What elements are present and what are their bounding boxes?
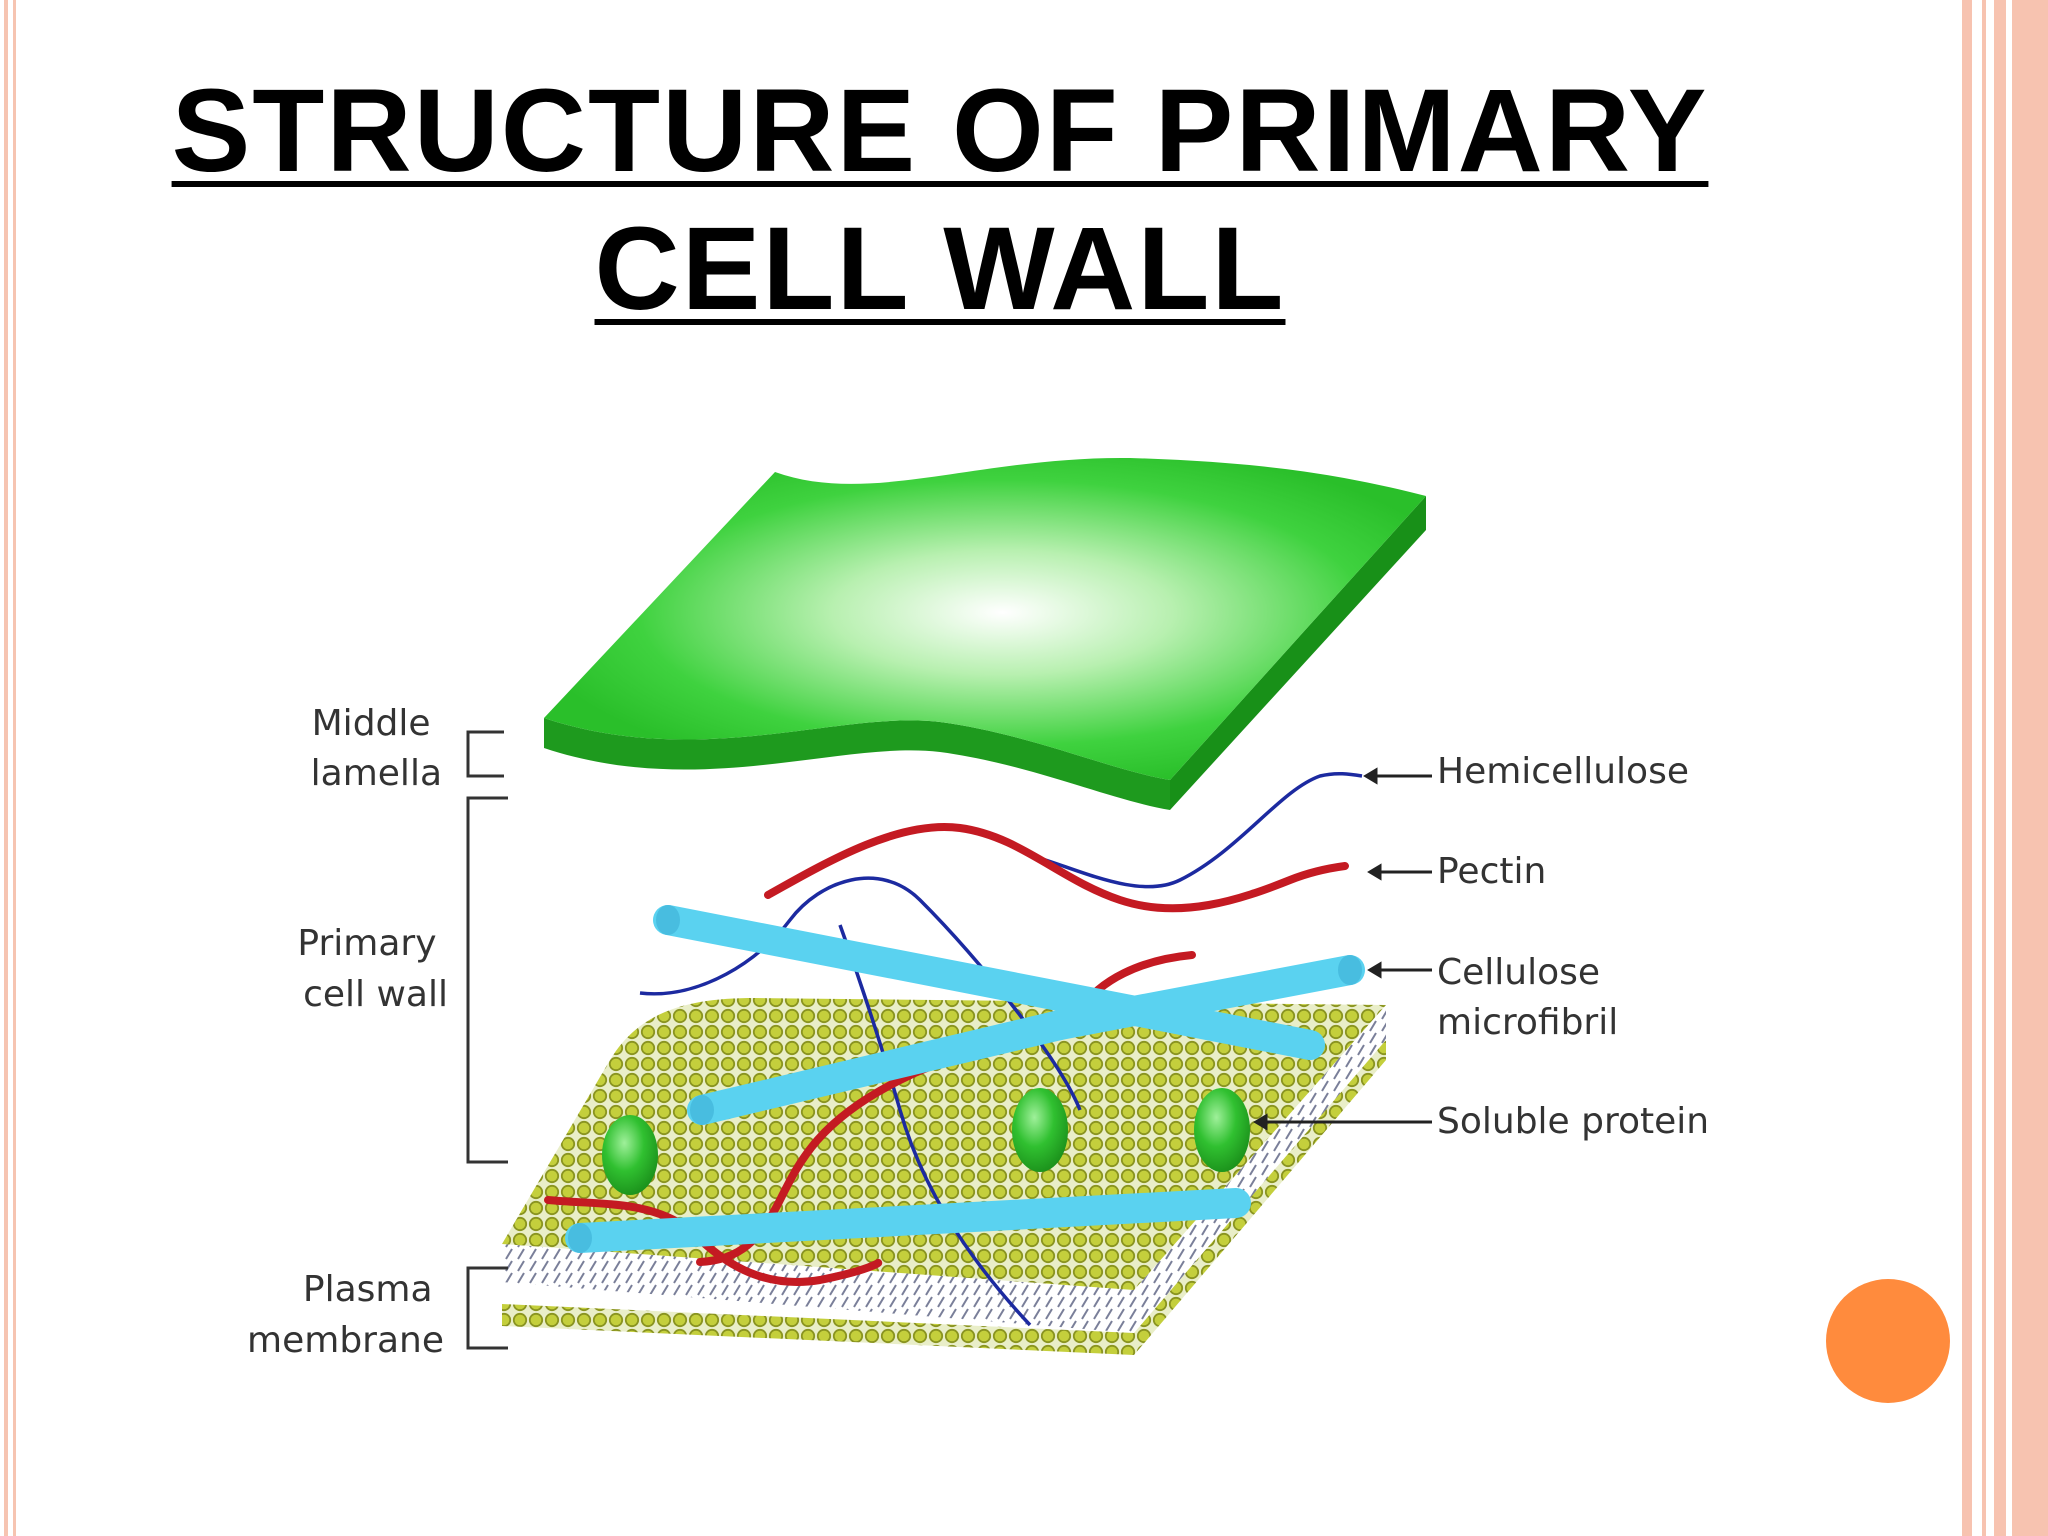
hemicellulose-fiber (1035, 771, 1363, 889)
title-line-2: CELL WALL (594, 203, 1286, 335)
right-border-band (1994, 0, 2006, 1536)
label-line: Soluble protein (1437, 1101, 1709, 1142)
left-brackets (466, 730, 508, 1350)
label-line: Middle (312, 703, 431, 744)
cellulose-microfibrils (565, 905, 1365, 1253)
pectin-fiber (544, 1196, 883, 1286)
hemicellulose-fiber (838, 924, 1032, 1327)
label-line: lamella (311, 753, 442, 794)
pectin-arrowhead (1367, 863, 1382, 881)
label-line: microfibril (1437, 1002, 1618, 1043)
plasma-membrane-bracket (466, 1266, 508, 1350)
label-soluble-protein: Soluble protein (1437, 1101, 1709, 1142)
soluble-protein (602, 1115, 658, 1195)
label-pectin: Pectin (1437, 851, 1546, 892)
label-line: Plasma (303, 1269, 433, 1310)
membrane-bottom-heads (502, 1040, 1386, 1355)
microfibril-ends (568, 905, 1362, 1253)
middle-lamella-bracket (466, 730, 504, 778)
right-border-band (1982, 0, 1986, 1536)
label-hemicellulose: Hemicellulose (1437, 751, 1689, 792)
title-line-1: STRUCTURE OF PRIMARY (171, 65, 1709, 197)
soluble-protein (1012, 1088, 1068, 1172)
cellulose-microfibril (687, 1010, 1075, 1125)
label-line: Hemicellulose (1437, 751, 1689, 792)
decorative-orange-circle (1826, 1279, 1950, 1403)
label-line: cell wall (303, 974, 448, 1015)
microfibril-end (1338, 955, 1362, 985)
microfibril-end (690, 1095, 714, 1125)
left-border-line (13, 0, 16, 1536)
label-line: Cellulose (1437, 952, 1600, 993)
soluble-protein (1194, 1088, 1250, 1172)
right-border (1958, 0, 2048, 1536)
cellulose-arrowhead (1367, 961, 1382, 979)
label-primary-cell-wall: Primary cell wall (297, 923, 448, 1015)
lamella-side-front (544, 718, 1170, 810)
label-line: membrane (247, 1320, 444, 1361)
label-plasma-membrane: Plasma membrane (247, 1269, 444, 1361)
primary-cell-wall-bracket (466, 796, 508, 1164)
left-border-line (4, 0, 8, 1536)
left-border (0, 0, 26, 1536)
label-line: Primary (297, 923, 436, 964)
label-line: Pectin (1437, 851, 1546, 892)
cellulose-microfibril (653, 905, 1325, 1060)
cellulose-microfibril (1045, 955, 1365, 1040)
lamella-top (544, 457, 1426, 780)
microfibril-end (656, 905, 680, 935)
slide-title: STRUCTURE OF PRIMARY CELL WALL (100, 62, 1780, 338)
middle-lamella-slab (544, 457, 1426, 810)
label-cellulose-microfibril: Cellulose microfibril (1437, 952, 1618, 1043)
lamella-side-right (1170, 496, 1426, 810)
hemicellulose-arrowhead (1363, 767, 1378, 785)
soluble-protein-arrowhead (1253, 1113, 1268, 1131)
right-border-band (1962, 0, 1972, 1536)
right-arrows (1253, 767, 1432, 1131)
cellulose-microfibril (565, 1188, 1251, 1253)
right-border-band (2012, 0, 2048, 1536)
label-middle-lamella: Middle lamella (311, 703, 442, 794)
pectin-fiber (764, 823, 1349, 913)
soluble-proteins (602, 1088, 1250, 1195)
microfibril-end (568, 1223, 592, 1253)
